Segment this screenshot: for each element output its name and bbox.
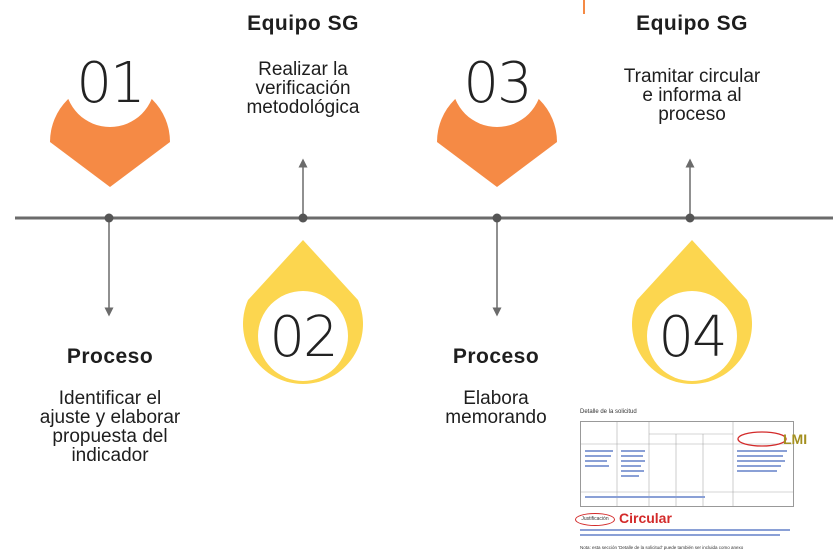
- pin-04-number: 04: [658, 305, 725, 370]
- pin-04: 04: [632, 240, 752, 384]
- step-04-desc-line: Tramitar circular: [623, 66, 761, 87]
- step-02-desc-line: verificación: [255, 78, 351, 99]
- doc-lmi-label: LMI: [783, 431, 808, 447]
- pin-03: 03: [437, 37, 557, 187]
- timeline-dot-04: [685, 213, 695, 223]
- pin-03-number: 03: [463, 51, 530, 116]
- doc-table: [580, 421, 794, 507]
- doc-circular-label: Circular: [619, 510, 672, 526]
- step-02-desc-line: metodológica: [246, 97, 360, 118]
- doc-caption: Detalle de la solicitud: [580, 409, 637, 415]
- timeline-dot-02: [298, 213, 308, 223]
- step-01-desc-line: ajuste y elaborar: [39, 407, 181, 428]
- step-01-title: Proceso: [66, 345, 154, 368]
- timeline-dot-01: [104, 213, 114, 223]
- timeline-dot-03: [492, 213, 502, 223]
- pin-02: 02: [243, 240, 363, 384]
- step-04-title: Equipo SG: [636, 12, 748, 35]
- step-01-desc-line: indicador: [71, 445, 149, 466]
- pin-01-number: 01: [76, 51, 143, 116]
- step-02-description: Realizar la verificación metodológica: [203, 60, 403, 117]
- doc-text-line: [580, 529, 790, 531]
- doc-note: Nota: esta sección 'Detalle de la solici…: [580, 545, 744, 550]
- step-01-desc-line: Identificar el: [58, 388, 162, 409]
- doc-justificacion-pill: Justificación: [575, 513, 615, 526]
- document-thumbnail: Detalle de la solicitud LMI Justificació…: [575, 407, 807, 557]
- step-03-description: Elabora memorando: [396, 389, 596, 427]
- step-04-description: Tramitar circular e informa al proceso: [592, 67, 792, 124]
- step-03-title: Proceso: [452, 345, 540, 368]
- doc-text-line: [580, 534, 780, 536]
- step-04-desc-line: e informa al: [642, 85, 742, 106]
- step-04-desc-line: proceso: [658, 104, 726, 125]
- step-02-title: Equipo SG: [247, 12, 359, 35]
- step-01-description: Identificar el ajuste y elaborar propues…: [10, 389, 210, 465]
- step-03-desc-line: memorando: [445, 407, 547, 428]
- step-01-desc-line: propuesta del: [52, 426, 168, 447]
- pin-01: 01: [50, 37, 170, 187]
- top-accent-bar: [583, 0, 585, 14]
- pin-02-number: 02: [269, 305, 336, 370]
- step-03-desc-line: Elabora: [463, 388, 529, 409]
- doc-table-grid: [581, 422, 793, 506]
- step-02-desc-line: Realizar la: [258, 59, 348, 80]
